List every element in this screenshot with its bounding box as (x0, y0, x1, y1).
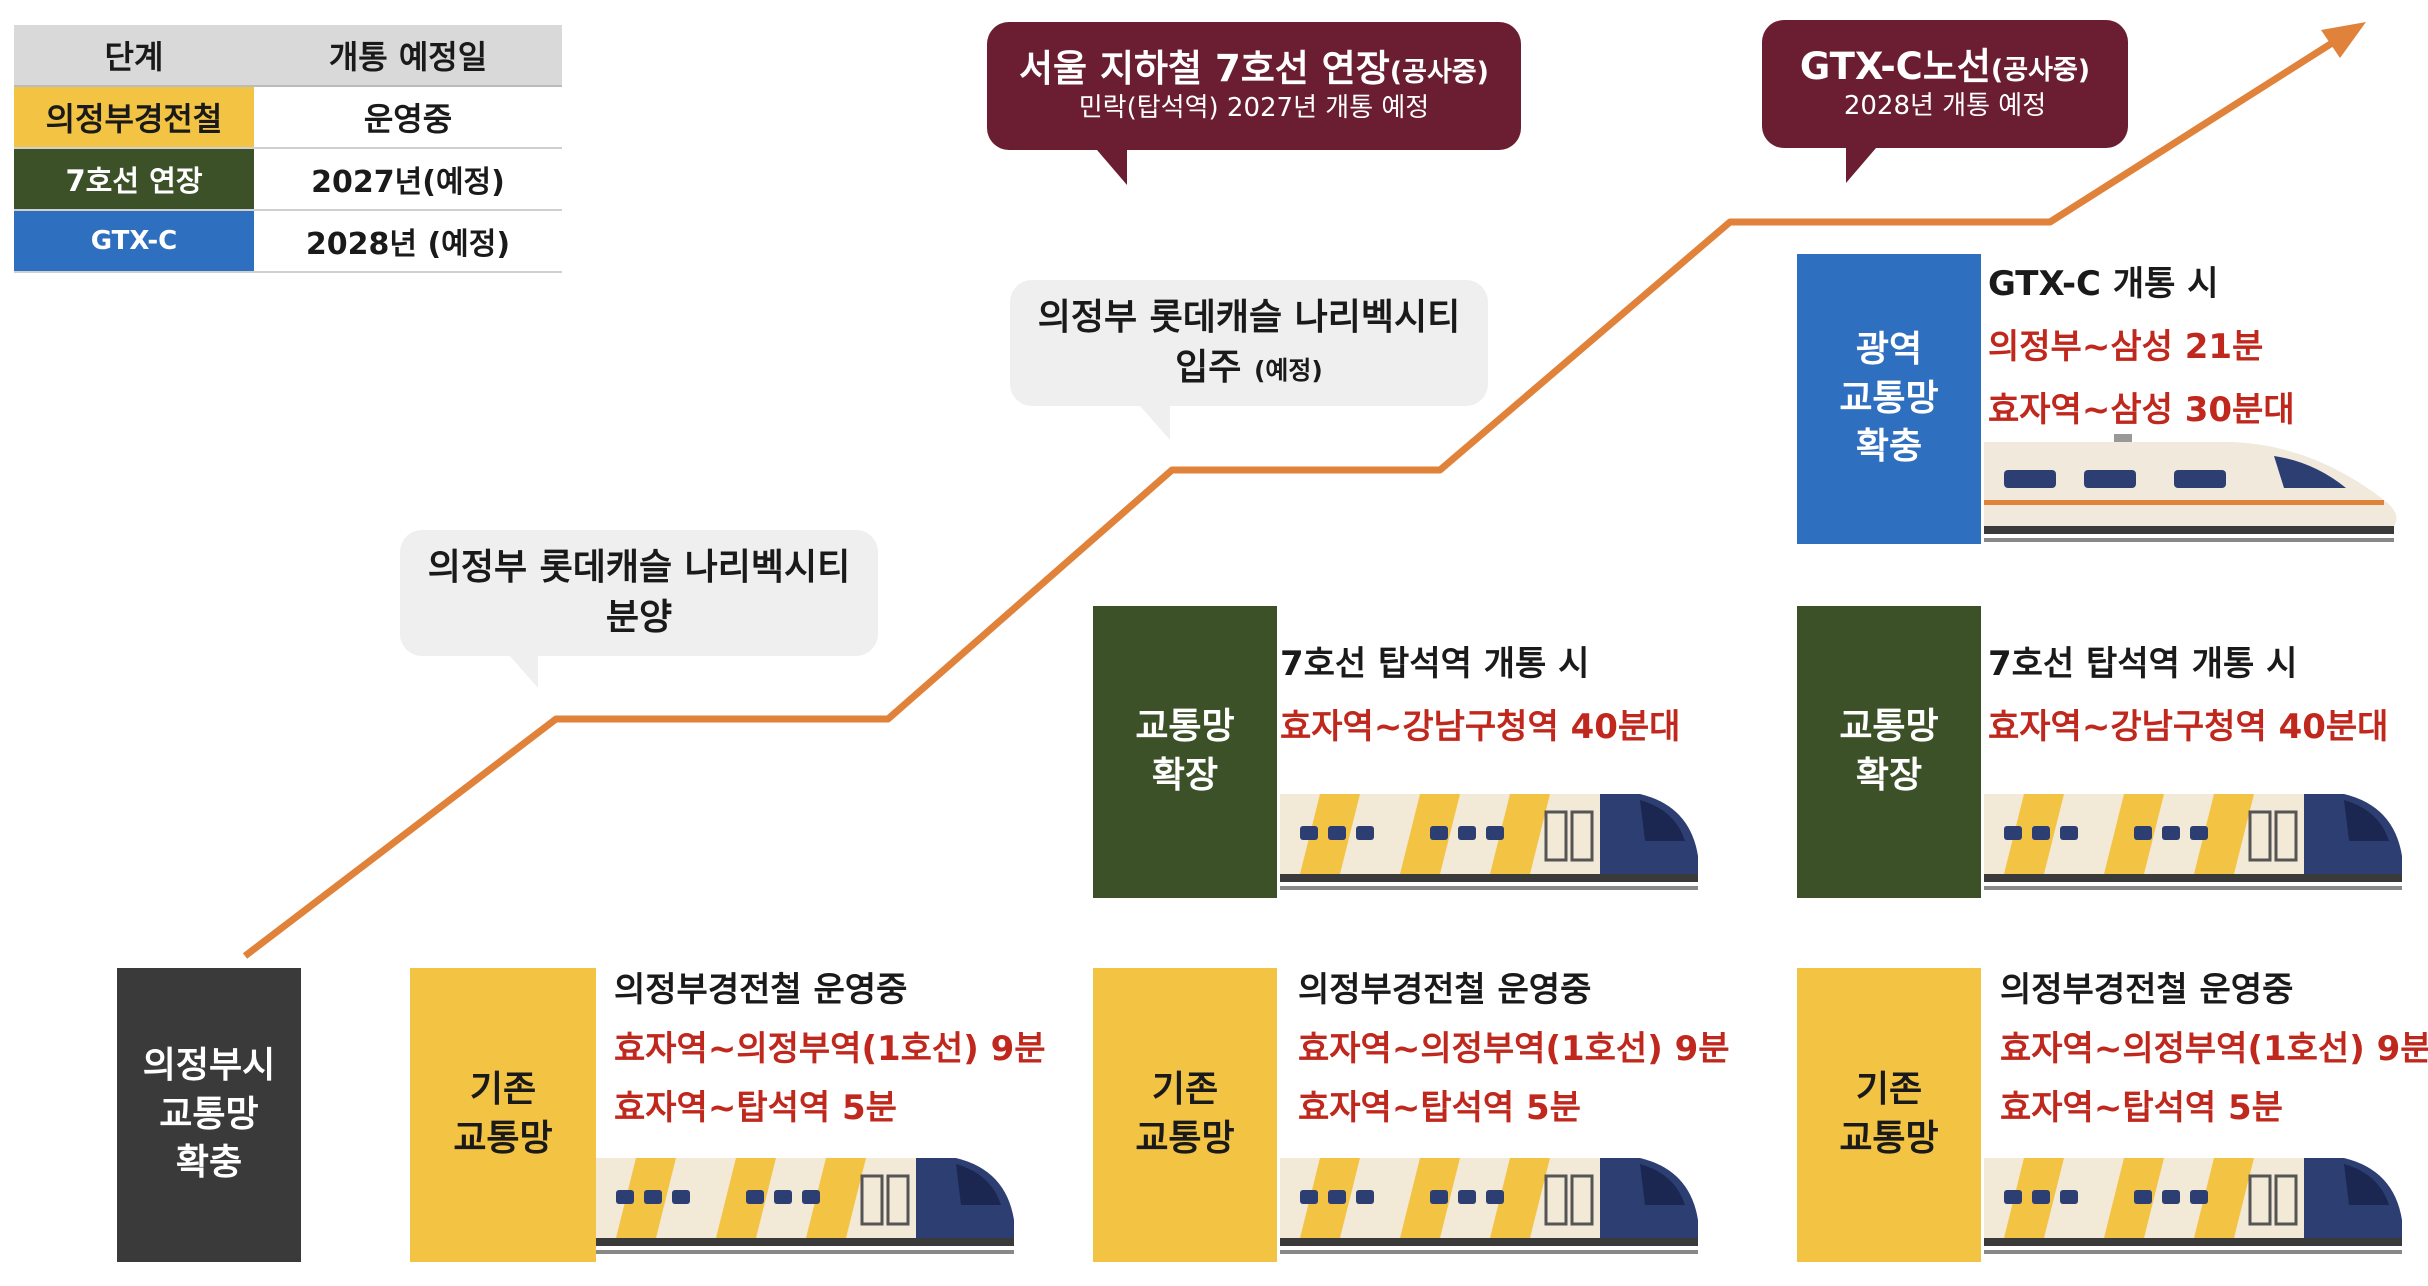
box-label: 교통망 (453, 1118, 553, 1159)
commuter-train-icon (1984, 794, 2402, 890)
legend-row: GTX-C 2028년 (예정) (14, 210, 562, 273)
info-line: 효자역~탑석역 5분 (1298, 1087, 1581, 1128)
info-line: 효자역~의정부역(1호선) 9분 (2000, 1028, 2428, 1069)
info-line: 의정부~삼성 21분 (1988, 326, 2264, 367)
callout-tail (1846, 148, 1876, 183)
callout-line7-tag: (공사중) (1389, 56, 1489, 88)
box-label: 기존 (1151, 1069, 1219, 1111)
callout-line7: 서울 지하철 7호선 연장(공사중) 민락(탑석역) 2027년 개통 예정 (987, 22, 1521, 185)
info-head: GTX-C 개통 시 (1988, 264, 2219, 304)
info-line: 효자역~강남구청역 40분대 (1988, 706, 2389, 747)
callout-gtx: GTX-C노선(공사중) 2028년 개통 예정 (1762, 20, 2128, 183)
legend-stage: 7호선 연장 (14, 148, 254, 211)
callout-line7-title: 서울 지하철 7호선 연장 (1019, 46, 1390, 90)
legend-date: 운영중 (254, 86, 562, 149)
callout-move-in-line2: 입주 (1175, 347, 1242, 388)
info-head: 의정부경전철 운영중 (1298, 970, 1592, 1010)
legend-stage: GTX-C (14, 210, 254, 273)
callout-tail (1140, 406, 1170, 440)
info-existing-3: 의정부경전철 운영중 효자역~의정부역(1호선) 9분 효자역~탑석역 5분 (2000, 970, 2428, 1128)
box-label: 교통망 (1135, 706, 1235, 748)
legend-header-stage: 단계 (14, 25, 254, 87)
legend-header-row: 단계 개통 예정일 (14, 25, 562, 87)
callout-sale: 의정부 롯데캐슬 나리벡시티 분양 (400, 530, 878, 688)
callout-gtx-sub: 2028년 개통 예정 (1843, 91, 2047, 122)
info-line: 효자역~강남구청역 40분대 (1280, 706, 1681, 747)
info-line: 효자역~탑석역 5분 (614, 1087, 897, 1128)
callout-gtx-tag: (공사중) (1990, 54, 2091, 86)
legend-stage: 의정부경전철 (14, 86, 254, 149)
callout-sale-line1: 의정부 롯데캐슬 나리벡시티 (427, 546, 851, 588)
commuter-train-icon (596, 1158, 1014, 1254)
info-head: 의정부경전철 운영중 (2000, 970, 2294, 1010)
callout-move-in: 의정부 롯데캐슬 나리벡시티 입주 (예정) (1010, 280, 1488, 440)
high-speed-train-icon (1984, 434, 2397, 542)
box-label: 확충 (1855, 426, 1923, 468)
info-line7-1: 7호선 탑석역 개통 시 효자역~강남구청역 40분대 (1280, 644, 1680, 748)
box-label: 광역 (1855, 329, 1923, 371)
legend-date: 2028년 (예정) (254, 210, 562, 273)
box-label: 확장 (1151, 755, 1219, 796)
legend-table: 단계 개통 예정일 의정부경전철 운영중 7호선 연장 2027년(예정) GT… (14, 25, 562, 273)
box-label: 교통망 (159, 1093, 259, 1135)
info-head: 7호선 탑석역 개통 시 (1280, 644, 1590, 684)
legend-header-date: 개통 예정일 (254, 25, 562, 87)
info-line: 효자역~삼성 30분대 (1988, 389, 2295, 430)
callout-line7-sub: 민락(탑석역) 2027년 개통 예정 (1078, 93, 1430, 124)
arrow-head-icon (2321, 22, 2366, 58)
box-label: 교통망 (1839, 377, 1939, 419)
callout-move-in-line1: 의정부 롯데캐슬 나리벡시티 (1037, 296, 1461, 338)
callout-tail (1097, 150, 1127, 185)
info-line: 효자역~의정부역(1호선) 9분 (1298, 1028, 1730, 1069)
callout-move-in-tag: (예정) (1253, 356, 1323, 385)
info-gtx: GTX-C 개통 시 의정부~삼성 21분 효자역~삼성 30분대 (1988, 264, 2295, 430)
legend-row: 7호선 연장 2027년(예정) (14, 148, 562, 211)
callout-tail (510, 656, 538, 688)
callout-gtx-title: GTX-C노선 (1799, 44, 1991, 88)
legend-date: 2027년(예정) (254, 148, 562, 211)
callout-sale-line2: 분양 (605, 597, 673, 638)
commuter-train-icon (1984, 1158, 2402, 1254)
box-label: 기존 (1855, 1069, 1923, 1111)
commuter-train-icon (1280, 794, 1698, 890)
info-head: 7호선 탑석역 개통 시 (1988, 644, 2298, 684)
info-line7-2: 7호선 탑석역 개통 시 효자역~강남구청역 40분대 (1988, 644, 2388, 748)
box-label: 교통망 (1839, 706, 1939, 748)
box-label: 교통망 (1839, 1118, 1939, 1159)
info-line: 효자역~의정부역(1호선) 9분 (614, 1028, 1046, 1069)
commuter-train-icon (1280, 1158, 1698, 1254)
box-label: 기존 (469, 1069, 537, 1111)
box-label: 확장 (1855, 755, 1923, 796)
info-existing-1: 의정부경전철 운영중 효자역~의정부역(1호선) 9분 효자역~탑석역 5분 (614, 970, 1046, 1128)
box-label: 확충 (175, 1142, 243, 1184)
box-label: 의정부시 (142, 1045, 276, 1087)
info-line: 효자역~탑석역 5분 (2000, 1087, 2283, 1128)
legend-row: 의정부경전철 운영중 (14, 86, 562, 149)
info-head: 의정부경전철 운영중 (614, 970, 908, 1010)
info-existing-2: 의정부경전철 운영중 효자역~의정부역(1호선) 9분 효자역~탑석역 5분 (1298, 970, 1730, 1128)
box-label: 교통망 (1135, 1118, 1235, 1159)
